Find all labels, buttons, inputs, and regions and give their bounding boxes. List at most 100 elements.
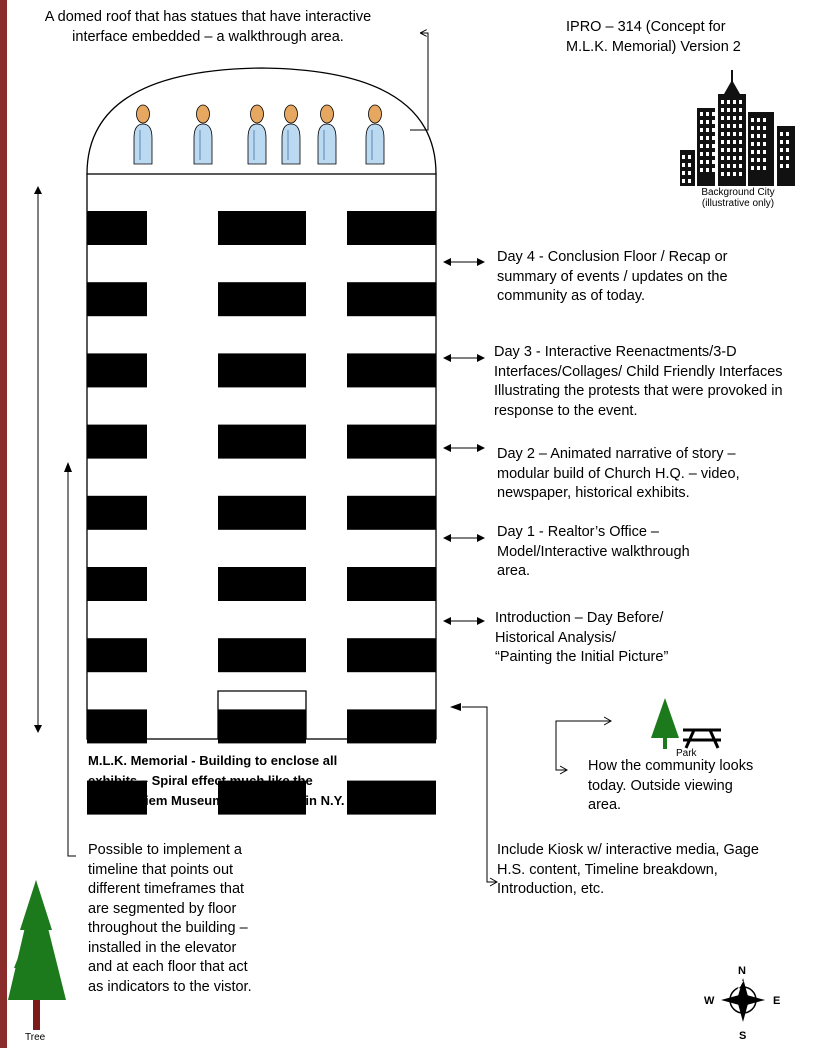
- kiosk-description: Include Kiosk w/ interactive media, Gage…: [497, 841, 759, 900]
- kiosk-arrowhead-end: [489, 877, 499, 887]
- timeline-line: and at each floor that act: [88, 959, 248, 975]
- day1-line: area.: [497, 563, 531, 579]
- dome-note: A domed roof that has statues that have …: [18, 8, 398, 47]
- city-window: [688, 195, 691, 199]
- day3-line: Illustrating the protests that were prov…: [494, 383, 783, 399]
- day2-description: Day 2 – Animated narrative of story – mo…: [497, 445, 740, 504]
- city-window: [721, 156, 724, 160]
- floor-window: [347, 353, 436, 388]
- dome-roof: [86, 67, 437, 175]
- day1-description: Day 1 - Realtor’s Office – Model/Interac…: [497, 523, 690, 582]
- dome-note-line: A domed roof that has statues that have …: [44, 9, 372, 25]
- statue-figure: [281, 104, 301, 165]
- park-label-text: Park: [676, 748, 697, 759]
- floor-window: [218, 567, 306, 601]
- compass-north: N: [738, 965, 746, 977]
- floor-window: [87, 780, 147, 815]
- city-window: [712, 168, 715, 172]
- city-window: [682, 163, 685, 167]
- floor-window: [87, 638, 147, 673]
- floor-window: [218, 780, 306, 815]
- city-window: [780, 132, 783, 136]
- city-window: [700, 160, 703, 164]
- city-caption-line: Background City: [701, 187, 775, 198]
- city-window: [706, 112, 709, 116]
- park-arrowhead-end: [559, 765, 569, 775]
- timeline-line: different timeframes that: [88, 881, 245, 897]
- day1-line: Day 1 - Realtor’s Office –: [497, 524, 659, 540]
- city-window: [786, 132, 789, 136]
- day2-line: modular build of Church H.Q. – video,: [497, 465, 740, 482]
- city-window: [712, 136, 715, 140]
- city-skyline-icon: [680, 70, 795, 186]
- left-edge-bar: [0, 0, 7, 1048]
- city-window: [757, 150, 760, 154]
- city-window: [712, 120, 715, 124]
- city-window: [733, 164, 736, 168]
- city-window: [706, 152, 709, 156]
- kiosk-line: H.S. content, Timeline breakdown,: [497, 861, 718, 878]
- day1-line: Model/Interactive walkthrough: [497, 543, 690, 560]
- city-window: [739, 148, 742, 152]
- city-window: [706, 160, 709, 164]
- intro-line: Historical Analysis/: [495, 629, 616, 646]
- city-window: [682, 155, 685, 159]
- city-window: [780, 164, 783, 168]
- city-window: [700, 120, 703, 124]
- city-window: [706, 168, 709, 172]
- statue-figure: [133, 104, 153, 165]
- city-window: [780, 140, 783, 144]
- city-window: [733, 156, 736, 160]
- city-window: [706, 144, 709, 148]
- city-window: [763, 150, 766, 154]
- city-window: [727, 116, 730, 120]
- city-window: [751, 166, 754, 170]
- pine-tree-icon: [8, 880, 66, 1030]
- statue-figure: [365, 104, 385, 165]
- timeline-line: installed in the elevator: [88, 939, 237, 956]
- compass-rose-icon: [721, 978, 765, 1022]
- timeline-line: timeline that points out: [88, 861, 234, 878]
- timeline-description: Possible to implement a timeline that po…: [88, 841, 252, 997]
- day4-line: summary of events / updates on the: [497, 268, 728, 285]
- city-window: [751, 134, 754, 138]
- city-window: [721, 132, 724, 136]
- city-window: [739, 156, 742, 160]
- floor-window: [87, 424, 147, 459]
- city-window: [727, 132, 730, 136]
- floor-window: [87, 709, 147, 744]
- city-window: [721, 172, 724, 176]
- floor-window: [347, 282, 436, 317]
- park-line: How the community looks: [588, 758, 754, 774]
- kiosk-arrowhead: [450, 703, 461, 711]
- city-window: [721, 124, 724, 128]
- city-window: [751, 158, 754, 162]
- day3-line: Day 3 - Interactive Reenactments/3-D: [494, 344, 737, 360]
- city-window: [721, 100, 724, 104]
- floor-window: [87, 567, 147, 601]
- city-caption-line: (illustrative only): [701, 198, 775, 209]
- park-arrowhead: [603, 716, 613, 726]
- city-window: [786, 140, 789, 144]
- floor-window: [218, 353, 306, 388]
- city-window: [688, 155, 691, 159]
- city-window: [721, 140, 724, 144]
- floor-window: [87, 211, 147, 245]
- city-window: [727, 172, 730, 176]
- building-caption-line: Guggenhiem Museum architecture in N.Y.: [88, 793, 345, 808]
- floor-window: [347, 780, 436, 815]
- intro-description: Introduction – Day Before/ Historical An…: [495, 609, 668, 668]
- kiosk-line: Include Kiosk w/ interactive media, Gage: [497, 842, 759, 858]
- park-line: today. Outside viewing: [588, 777, 733, 794]
- floor-window: [87, 282, 147, 317]
- statue-figure: [193, 104, 213, 165]
- statue-figure: [317, 104, 337, 165]
- day4-line: Day 4 - Conclusion Floor / Recap or: [497, 249, 728, 265]
- city-window: [751, 150, 754, 154]
- city-window: [757, 158, 760, 162]
- city-windows: [682, 100, 789, 199]
- entrance-door: [217, 690, 307, 739]
- city-window: [700, 136, 703, 140]
- city-window: [757, 134, 760, 138]
- floor-window: [218, 638, 306, 673]
